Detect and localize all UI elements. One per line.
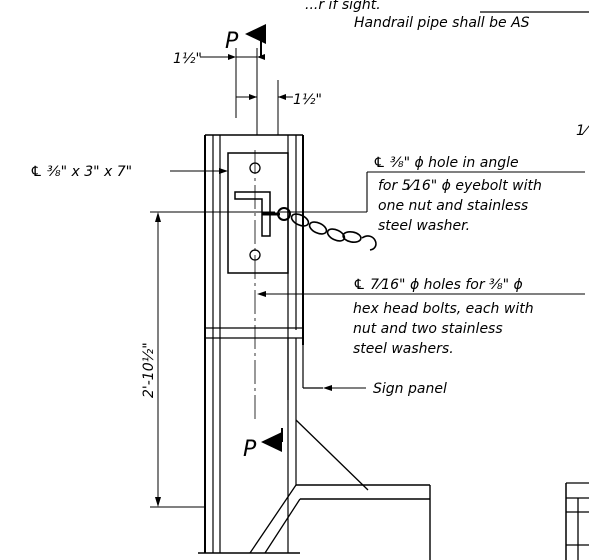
section-arrow-bottom — [261, 432, 282, 452]
cut-edge-mark: 1⁄ — [576, 123, 589, 139]
note-hole-angle-line2: for 5⁄16" ϕ eyebolt with — [378, 178, 542, 194]
top-note: Handrail pipe shall be AS — [354, 15, 530, 31]
section-mark-bottom-label: P — [243, 437, 257, 462]
chain-link-4 — [342, 231, 362, 243]
brace-diagonal-2 — [249, 484, 297, 554]
dim-left-arrow-b — [257, 54, 265, 60]
note-bolt-holes-line1: ℄ 7⁄16" ϕ holes for ⅜" ϕ — [353, 277, 523, 293]
eyebolt-eye — [277, 207, 291, 221]
height-arrow-top — [155, 212, 161, 222]
chain-link-1 — [290, 213, 310, 227]
sign-panel-arrow — [323, 385, 332, 391]
height-arrow-bottom — [155, 497, 161, 507]
brace-diagonal-1 — [295, 419, 369, 491]
note-bolt-holes-line4: steel washers. — [353, 341, 454, 357]
section-mark-top-label: P — [225, 29, 239, 54]
dim-right-arrow-a — [249, 94, 257, 100]
top-note-cut: ...r if sight. — [305, 0, 381, 13]
note-bolt-holes-line3: nut and two stainless — [353, 321, 503, 337]
angle-piece — [234, 191, 271, 237]
height-dim: 2'-10½" — [141, 342, 157, 398]
plate-leader-arrow — [219, 168, 228, 174]
dim-left-offset: 1½" — [173, 51, 202, 67]
plate-label: ℄ ⅜" x 3" x 7" — [30, 164, 132, 180]
chain-link-2 — [308, 221, 328, 235]
brace-diagonal-3 — [264, 498, 301, 554]
note-bolt-holes-arrow — [257, 291, 266, 297]
sign-panel-label: Sign panel — [373, 381, 447, 397]
dim-left-arrow-a — [228, 54, 236, 60]
plate — [227, 152, 289, 274]
chain-hook — [361, 235, 377, 251]
dim-right-offset: 1½" — [293, 92, 322, 108]
note-hole-angle-line1: ℄ ⅜" ϕ hole in angle — [373, 155, 519, 171]
note-hole-angle-line3: one nut and stainless — [378, 198, 528, 214]
note-bolt-holes-line2: hex head bolts, each with — [353, 301, 534, 317]
note-hole-angle-line4: steel washer. — [378, 218, 470, 234]
section-arrow-top — [245, 24, 266, 44]
